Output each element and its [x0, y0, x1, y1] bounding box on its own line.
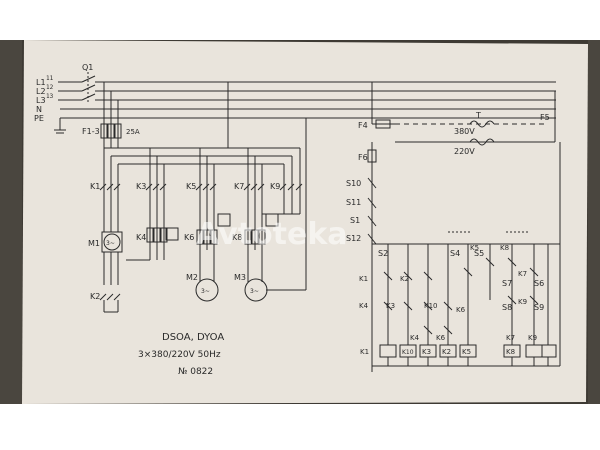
- ladder-contact-k10: K10: [424, 302, 438, 310]
- coil-k4: K4: [410, 334, 420, 342]
- backdrop-left: [0, 40, 22, 404]
- coil-k7: K7: [506, 334, 515, 342]
- relay-k4: K4: [136, 233, 146, 242]
- coil-k2: K2: [442, 348, 451, 356]
- relay-k6: K6: [184, 233, 194, 242]
- ladder-contact-k7: K7: [518, 270, 527, 278]
- switch-s11: S11: [346, 198, 361, 207]
- breaker-label: Q1: [82, 63, 93, 72]
- coil-k10: K10: [402, 349, 414, 356]
- contactor-k5: K5: [186, 182, 196, 191]
- circuit-lines: [54, 72, 561, 372]
- motor-m1-label: M1: [88, 239, 100, 248]
- fuse-f5-label: F5: [540, 113, 550, 122]
- ladder-contact-k4: K4: [359, 302, 369, 310]
- line-label-l1: L1: [36, 78, 46, 87]
- switch-s8: S8: [502, 303, 512, 312]
- coil-k1: K1: [360, 348, 369, 356]
- voltage-secondary: 220V: [454, 147, 475, 156]
- line-label-l2: L2: [36, 87, 46, 96]
- line-code-11: 11: [46, 75, 54, 82]
- drawing-number: № 0822: [178, 367, 213, 377]
- watermark: Avtoteka: [196, 217, 348, 252]
- transformer-label: T: [475, 111, 481, 120]
- switch-s6: S6: [534, 279, 544, 288]
- contactor-k1: K1: [90, 182, 100, 191]
- fuse-rating: 25A: [126, 128, 140, 136]
- switch-s2: S2: [378, 249, 388, 258]
- diagram-title: DSOA, DYOA: [162, 332, 224, 343]
- ladder-contact-k9: K9: [518, 298, 527, 306]
- supply-spec: 3×380/220V 50Hz: [138, 350, 221, 360]
- ladder-contact-k3: K3: [386, 302, 395, 310]
- switch-s12: S12: [346, 234, 361, 243]
- ladder-contact-k5: K5: [470, 244, 479, 252]
- switch-s9: S9: [534, 303, 544, 312]
- motor-m2-symbol: 3~: [201, 288, 210, 295]
- fuse-f6-label: F6: [358, 153, 368, 162]
- coil-k8: K8: [506, 348, 515, 356]
- contactor-k2: K2: [90, 292, 100, 301]
- motor-m3-symbol: 3~: [250, 288, 259, 295]
- coil-k9: K9: [528, 334, 537, 342]
- line-label-n: N: [36, 105, 42, 114]
- line-label-l3: L3: [36, 96, 46, 105]
- switch-s4: S4: [450, 249, 460, 258]
- coil-k6: K6: [436, 334, 446, 342]
- ladder-contact-k8: K8: [500, 244, 509, 252]
- bottom-white-band: [0, 404, 600, 450]
- motor-m3-label: M3: [234, 273, 246, 282]
- switch-s7: S7: [502, 279, 512, 288]
- ladder-contact-k1: K1: [359, 275, 368, 283]
- switch-s1: S1: [350, 216, 360, 225]
- line-label-pe: PE: [34, 114, 44, 123]
- backdrop-right: [588, 40, 600, 404]
- line-code-13: 13: [46, 93, 54, 100]
- switch-s10: S10: [346, 179, 361, 188]
- fuse-f4-label: F4: [358, 121, 368, 130]
- ladder-contact-k2: K2: [400, 275, 409, 283]
- contactor-k9: K9: [270, 182, 280, 191]
- ladder-contact-k6: K6: [456, 306, 466, 314]
- relay-k8: K8: [232, 233, 242, 242]
- switch-s5: S5: [474, 249, 484, 258]
- coil-k5: K5: [462, 348, 471, 356]
- motor-m1-symbol: 3~: [106, 240, 115, 247]
- fuse-label: F1-3: [82, 127, 100, 136]
- paper-sheet: [22, 40, 588, 404]
- contactor-k3: K3: [136, 182, 146, 191]
- voltage-primary: 380V: [454, 127, 475, 136]
- coil-k3: K3: [422, 348, 431, 356]
- line-code-12: 12: [46, 84, 54, 91]
- motor-m2-label: M2: [186, 273, 198, 282]
- contactor-k7: K7: [234, 182, 244, 191]
- top-white-band: [0, 0, 600, 40]
